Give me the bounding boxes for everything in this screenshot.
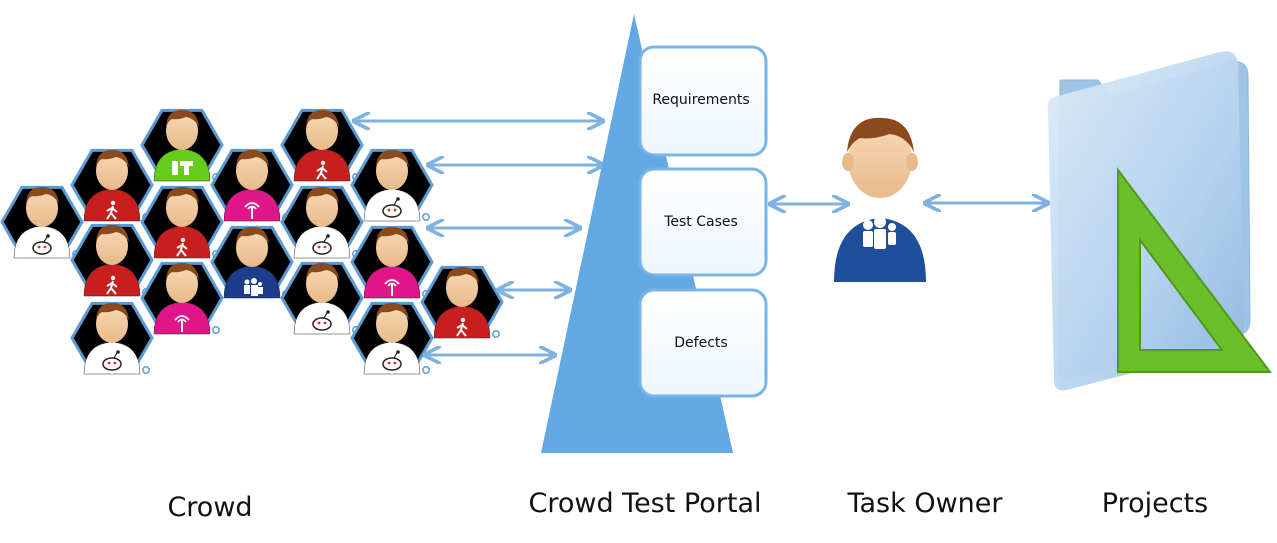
user-avatar-icon [153, 186, 211, 259]
user-avatar-icon [293, 186, 351, 259]
people-group-icon [244, 278, 263, 296]
reddit-alien-icon [312, 310, 332, 331]
walking-person-icon [106, 200, 118, 220]
crowd-portal-arrows [354, 121, 603, 355]
user-avatar-icon [433, 266, 491, 339]
defects-box [638, 288, 768, 398]
crowd-member [350, 301, 434, 375]
user-avatar-icon [83, 302, 141, 375]
reddit-alien-icon [382, 350, 402, 371]
crowd-member [280, 108, 364, 182]
task-owner-avatar [834, 117, 926, 282]
it-logo-icon [172, 161, 193, 175]
user-avatar-icon [223, 149, 281, 222]
user-avatar-icon [153, 109, 211, 182]
user-avatar-icon [83, 149, 141, 222]
projects-label: Projects [1101, 488, 1209, 519]
user-avatar-icon [363, 149, 421, 222]
crowd-member [140, 261, 224, 335]
walking-person-icon [456, 317, 468, 337]
crowd-member [70, 223, 154, 297]
crowd-member [350, 148, 434, 222]
user-avatar-icon [363, 302, 421, 375]
crowd-member [140, 108, 224, 182]
user-avatar-icon [293, 109, 351, 182]
connector-dot [422, 213, 430, 221]
antenna-icon [244, 202, 260, 219]
connector-dot [422, 366, 430, 374]
reddit-alien-icon [382, 197, 402, 218]
requirements-box [638, 45, 768, 157]
test-cases-label: Test Cases [664, 214, 738, 230]
defects-label: Defects [674, 335, 728, 351]
crowd-member [420, 265, 504, 339]
crowd-member [280, 261, 364, 335]
reddit-alien-icon [102, 350, 122, 371]
walking-person-icon [316, 160, 328, 180]
crowd-member [70, 301, 154, 375]
user-avatar-icon [223, 226, 281, 299]
projects-folder-icon [1047, 51, 1273, 391]
requirements-label: Requirements [652, 92, 750, 108]
people-group-icon [863, 216, 896, 249]
reddit-alien-icon [312, 234, 332, 255]
crowd-test-portal-label: Crowd Test Portal [528, 488, 762, 519]
antenna-icon [384, 279, 400, 296]
connector-dot [212, 326, 220, 334]
user-avatar-icon [153, 262, 211, 335]
user-avatar-icon [293, 262, 351, 335]
task-owner-label: Task Owner [847, 488, 1003, 519]
crowd-hexagon-grid [0, 108, 504, 375]
antenna-icon [174, 315, 190, 332]
user-avatar-icon [363, 226, 421, 299]
crowd-label: Crowd [167, 492, 253, 523]
portal-boxes [638, 45, 768, 398]
reddit-alien-icon [32, 234, 52, 255]
crowd-member [210, 148, 294, 222]
walking-person-icon [176, 237, 188, 257]
user-avatar-icon [83, 224, 141, 297]
crowd-member [280, 185, 364, 259]
user-avatar-icon [13, 186, 71, 259]
crowd-member [70, 148, 154, 222]
connector-dot [142, 366, 150, 374]
crowd-member [210, 225, 294, 299]
connector-dot [492, 330, 500, 338]
crowd-member [140, 185, 224, 259]
walking-person-icon [106, 275, 118, 295]
crowd-member [0, 185, 84, 259]
crowd-member [350, 225, 434, 299]
test-cases-box [638, 167, 768, 277]
